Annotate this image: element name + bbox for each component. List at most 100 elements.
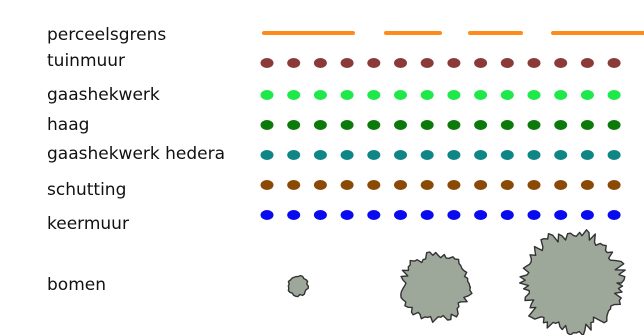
dot-marker [500,90,514,100]
dot-marker [313,180,327,190]
dot-marker [580,210,594,220]
dot-marker [260,210,274,220]
dot-marker [367,58,381,68]
dot-marker [607,210,621,220]
dot-marker [580,150,594,160]
dot-marker [287,90,301,100]
line-tuinmuur [260,58,621,68]
dot-marker [287,210,301,220]
label-schutting: schutting [47,180,126,200]
line-schutting [260,180,621,190]
dot-marker [260,120,274,130]
dot-marker [580,58,594,68]
dot-marker [447,210,461,220]
dot-marker [474,180,488,190]
dot-marker [607,58,621,68]
dot-marker [554,180,568,190]
line-haag [260,120,621,130]
dot-marker [607,150,621,160]
dot-marker [527,210,541,220]
dot-marker [340,210,354,220]
dot-marker [580,120,594,130]
dot-marker [340,150,354,160]
dot-marker [394,120,407,130]
dot-marker [607,90,621,100]
dot-marker [420,150,434,160]
dot-marker [607,180,621,190]
dot-marker [500,120,514,130]
dot-marker [367,150,381,160]
label-gaashekwerk: gaashekwerk [47,85,160,105]
dot-marker [367,180,381,190]
dot-marker [313,58,327,68]
line-gaashekwerk-hedera [260,150,621,160]
dot-marker [447,150,461,160]
dot-marker [554,210,568,220]
label-haag: haag [47,115,89,135]
dot-marker [420,58,434,68]
dot-marker [474,90,488,100]
dot-marker [394,210,407,220]
dot-marker [500,210,514,220]
dot-marker [420,180,434,190]
label-keermuur: keermuur [47,214,129,234]
dot-marker [260,150,274,160]
dot-marker [554,90,568,100]
dot-marker [367,90,381,100]
tree-icon-large [519,229,626,335]
dot-marker [287,120,301,130]
dot-marker [313,90,327,100]
dot-marker [260,58,274,68]
dot-marker [420,90,434,100]
dot-marker [313,120,327,130]
dot-marker [420,210,434,220]
dot-marker [474,120,488,130]
dot-marker [340,90,354,100]
dot-marker [367,210,381,220]
dot-marker [527,180,541,190]
dot-marker [500,150,514,160]
dot-marker [340,120,354,130]
dot-marker [580,180,594,190]
dot-marker [447,180,461,190]
line-gaashekwerk [260,90,621,100]
dot-marker [287,180,301,190]
dot-marker [527,150,541,160]
dot-marker [340,58,354,68]
dot-marker [447,58,461,68]
dot-marker [474,150,488,160]
dot-marker [447,90,461,100]
dot-marker [394,58,407,68]
dot-marker [447,120,461,130]
dot-marker [394,90,407,100]
dot-marker [527,58,541,68]
dot-marker [313,210,327,220]
dot-marker [474,58,488,68]
label-tuinmuur: tuinmuur [47,51,125,71]
dot-marker [554,150,568,160]
dot-marker [340,180,354,190]
dot-marker [527,120,541,130]
tree-icon-small [287,274,309,298]
dot-marker [474,210,488,220]
line-keermuur [260,210,621,220]
dot-marker [607,120,621,130]
dot-marker [580,90,594,100]
dot-marker [313,150,327,160]
label-gaashekwerk-hedera: gaashekwerk hedera [47,144,225,164]
dot-marker [554,58,568,68]
dot-marker [367,120,381,130]
dot-marker [527,90,541,100]
dot-marker [554,120,568,130]
dot-marker [287,150,301,160]
dot-marker [500,58,514,68]
dot-marker [394,180,407,190]
dot-marker [420,120,434,130]
dot-marker [260,180,274,190]
dot-marker [500,180,514,190]
dot-marker [394,150,407,160]
label-perceelsgrens: perceelsgrens [47,25,166,45]
dot-marker [260,90,274,100]
label-bomen: bomen [47,275,106,295]
